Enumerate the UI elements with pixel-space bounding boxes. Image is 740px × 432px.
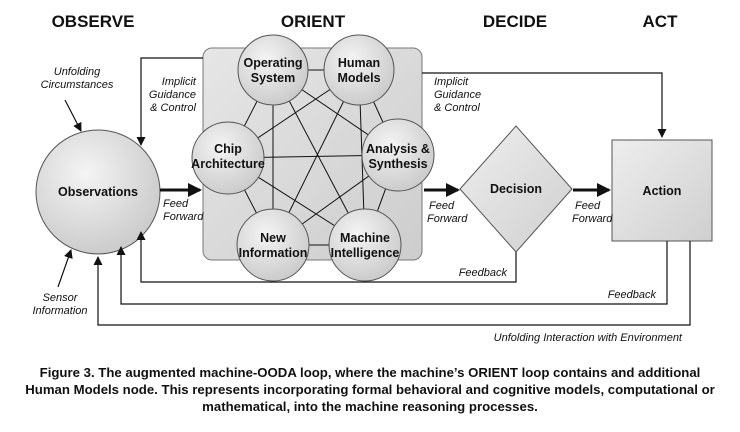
phase-orient: ORIENT: [281, 12, 346, 31]
label-feed-forward-1: Feed: [163, 198, 189, 210]
ooda-diagram: OBSERVE ORIENT DECIDE ACT Operating Syst…: [32, 12, 713, 344]
svg-text:Action: Action: [643, 184, 682, 198]
figure-caption: Figure 3. The augmented machine-OODA loo…: [25, 365, 715, 414]
phase-observe: OBSERVE: [52, 12, 135, 31]
phase-act: ACT: [643, 12, 679, 31]
label-implicit-right-2: Guidance: [434, 89, 481, 101]
svg-text:Architecture: Architecture: [191, 157, 265, 171]
label-implicit-left-3: & Control: [150, 102, 196, 114]
node-machine-intelligence: Machine Intelligence: [328, 208, 402, 282]
label-feedback-inner: Feedback: [459, 267, 508, 279]
svg-text:Observations: Observations: [58, 185, 138, 199]
node-operating-system: Operating System: [237, 34, 309, 106]
implicit-guidance-paths: [136, 57, 667, 146]
label-sensor-information: Sensor: [43, 292, 79, 304]
svg-text:Information: Information: [239, 246, 308, 260]
node-observations: Observations: [35, 129, 161, 255]
label-implicit-left-1: Implicit: [162, 76, 197, 88]
node-analysis-synthesis: Analysis & Synthesis: [361, 118, 435, 192]
label-implicit-right-3: & Control: [434, 102, 480, 114]
label-unfolding-interaction: Unfolding Interaction with Environment: [494, 332, 683, 344]
svg-text:Human: Human: [338, 56, 380, 70]
svg-text:Operating: Operating: [243, 56, 302, 70]
node-human-models: Human Models: [323, 34, 395, 106]
svg-text:Synthesis: Synthesis: [368, 157, 427, 171]
feedback-paths: [93, 231, 691, 326]
label-implicit-left-2: Guidance: [149, 89, 196, 101]
label-feedback-outer: Feedback: [608, 289, 657, 301]
label-implicit-right-1: Implicit: [434, 76, 469, 88]
label-feed-forward-1b: Forward: [163, 211, 204, 223]
svg-text:Machine: Machine: [340, 231, 390, 245]
svg-text:Models: Models: [337, 71, 380, 85]
input-arrows: [57, 99, 82, 288]
label-feed-forward-3b: Forward: [572, 213, 613, 225]
svg-text:Decision: Decision: [490, 182, 542, 196]
label-unfolding-circumstances-2: Circumstances: [41, 79, 114, 91]
svg-text:New: New: [260, 231, 286, 245]
svg-text:System: System: [251, 71, 295, 85]
node-new-information: New Information: [236, 208, 310, 282]
node-chip-architecture: Chip Architecture: [191, 121, 265, 195]
svg-text:Analysis &: Analysis &: [366, 142, 430, 156]
label-feed-forward-3: Feed: [575, 200, 601, 212]
label-unfolding-circumstances: Unfolding: [54, 66, 101, 78]
label-feed-forward-2b: Forward: [427, 213, 468, 225]
node-action: Action: [611, 139, 713, 242]
svg-text:Intelligence: Intelligence: [331, 246, 400, 260]
label-feed-forward-2: Feed: [429, 200, 455, 212]
node-decision: Decision: [459, 125, 573, 253]
label-sensor-information-2: Information: [32, 305, 87, 317]
svg-text:Chip: Chip: [214, 142, 242, 156]
phase-decide: DECIDE: [483, 12, 547, 31]
